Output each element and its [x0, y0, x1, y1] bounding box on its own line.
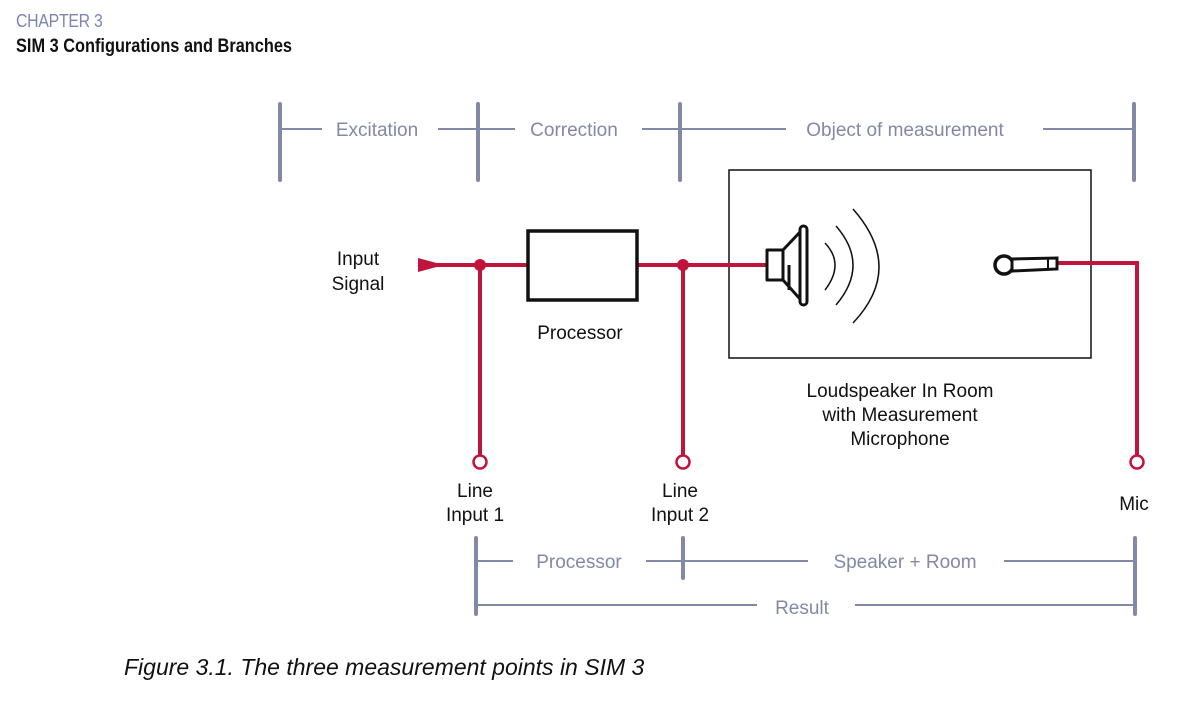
line-input-2-label-line2: Input 2	[651, 505, 709, 526]
bracket-label-processor: Processor	[536, 552, 622, 573]
sound-waves-icon	[824, 208, 880, 324]
bracket-label-result: Result	[775, 598, 830, 619]
room-label-line3: Microphone	[850, 429, 949, 450]
room-label-line1: Loudspeaker In Room	[807, 381, 994, 402]
measurement-point-mic	[1129, 454, 1145, 470]
bracket-label-speaker-room: Speaker + Room	[833, 552, 976, 573]
processor-label: Processor	[537, 323, 623, 344]
input-signal-label-line2: Signal	[332, 274, 385, 295]
signal-line-mic	[1057, 261, 1139, 456]
junction-dot	[677, 259, 689, 271]
bottom-bracket-group	[474, 536, 1137, 616]
chapter-label: CHAPTER 3	[16, 11, 103, 31]
bracket-label-object: Object of measurement	[806, 120, 1004, 141]
mic-label: Mic	[1119, 494, 1149, 515]
bracket-label-excitation: Excitation	[336, 120, 418, 141]
room-label-line2: with Measurement	[821, 405, 978, 426]
junction-dot	[474, 259, 486, 271]
section-title: SIM 3 Configurations and Branches	[16, 36, 293, 57]
line-input-1-label-line1: Line	[457, 481, 493, 502]
loudspeaker-icon	[765, 224, 809, 307]
line-input-1-label-line2: Input 1	[446, 505, 504, 526]
input-signal-label-line1: Input	[337, 249, 380, 270]
input-arrow-icon	[418, 258, 444, 272]
processor-box	[526, 229, 639, 302]
bracket-label-correction: Correction	[530, 120, 618, 141]
microphone-icon	[993, 254, 1059, 276]
line-input-2-label-line1: Line	[662, 481, 698, 502]
measurement-point-line-input-1	[472, 454, 488, 470]
measurement-point-line-input-2	[675, 454, 691, 470]
top-bracket-group	[278, 102, 1136, 182]
figure-caption: Figure 3.1. The three measurement points…	[124, 654, 645, 680]
